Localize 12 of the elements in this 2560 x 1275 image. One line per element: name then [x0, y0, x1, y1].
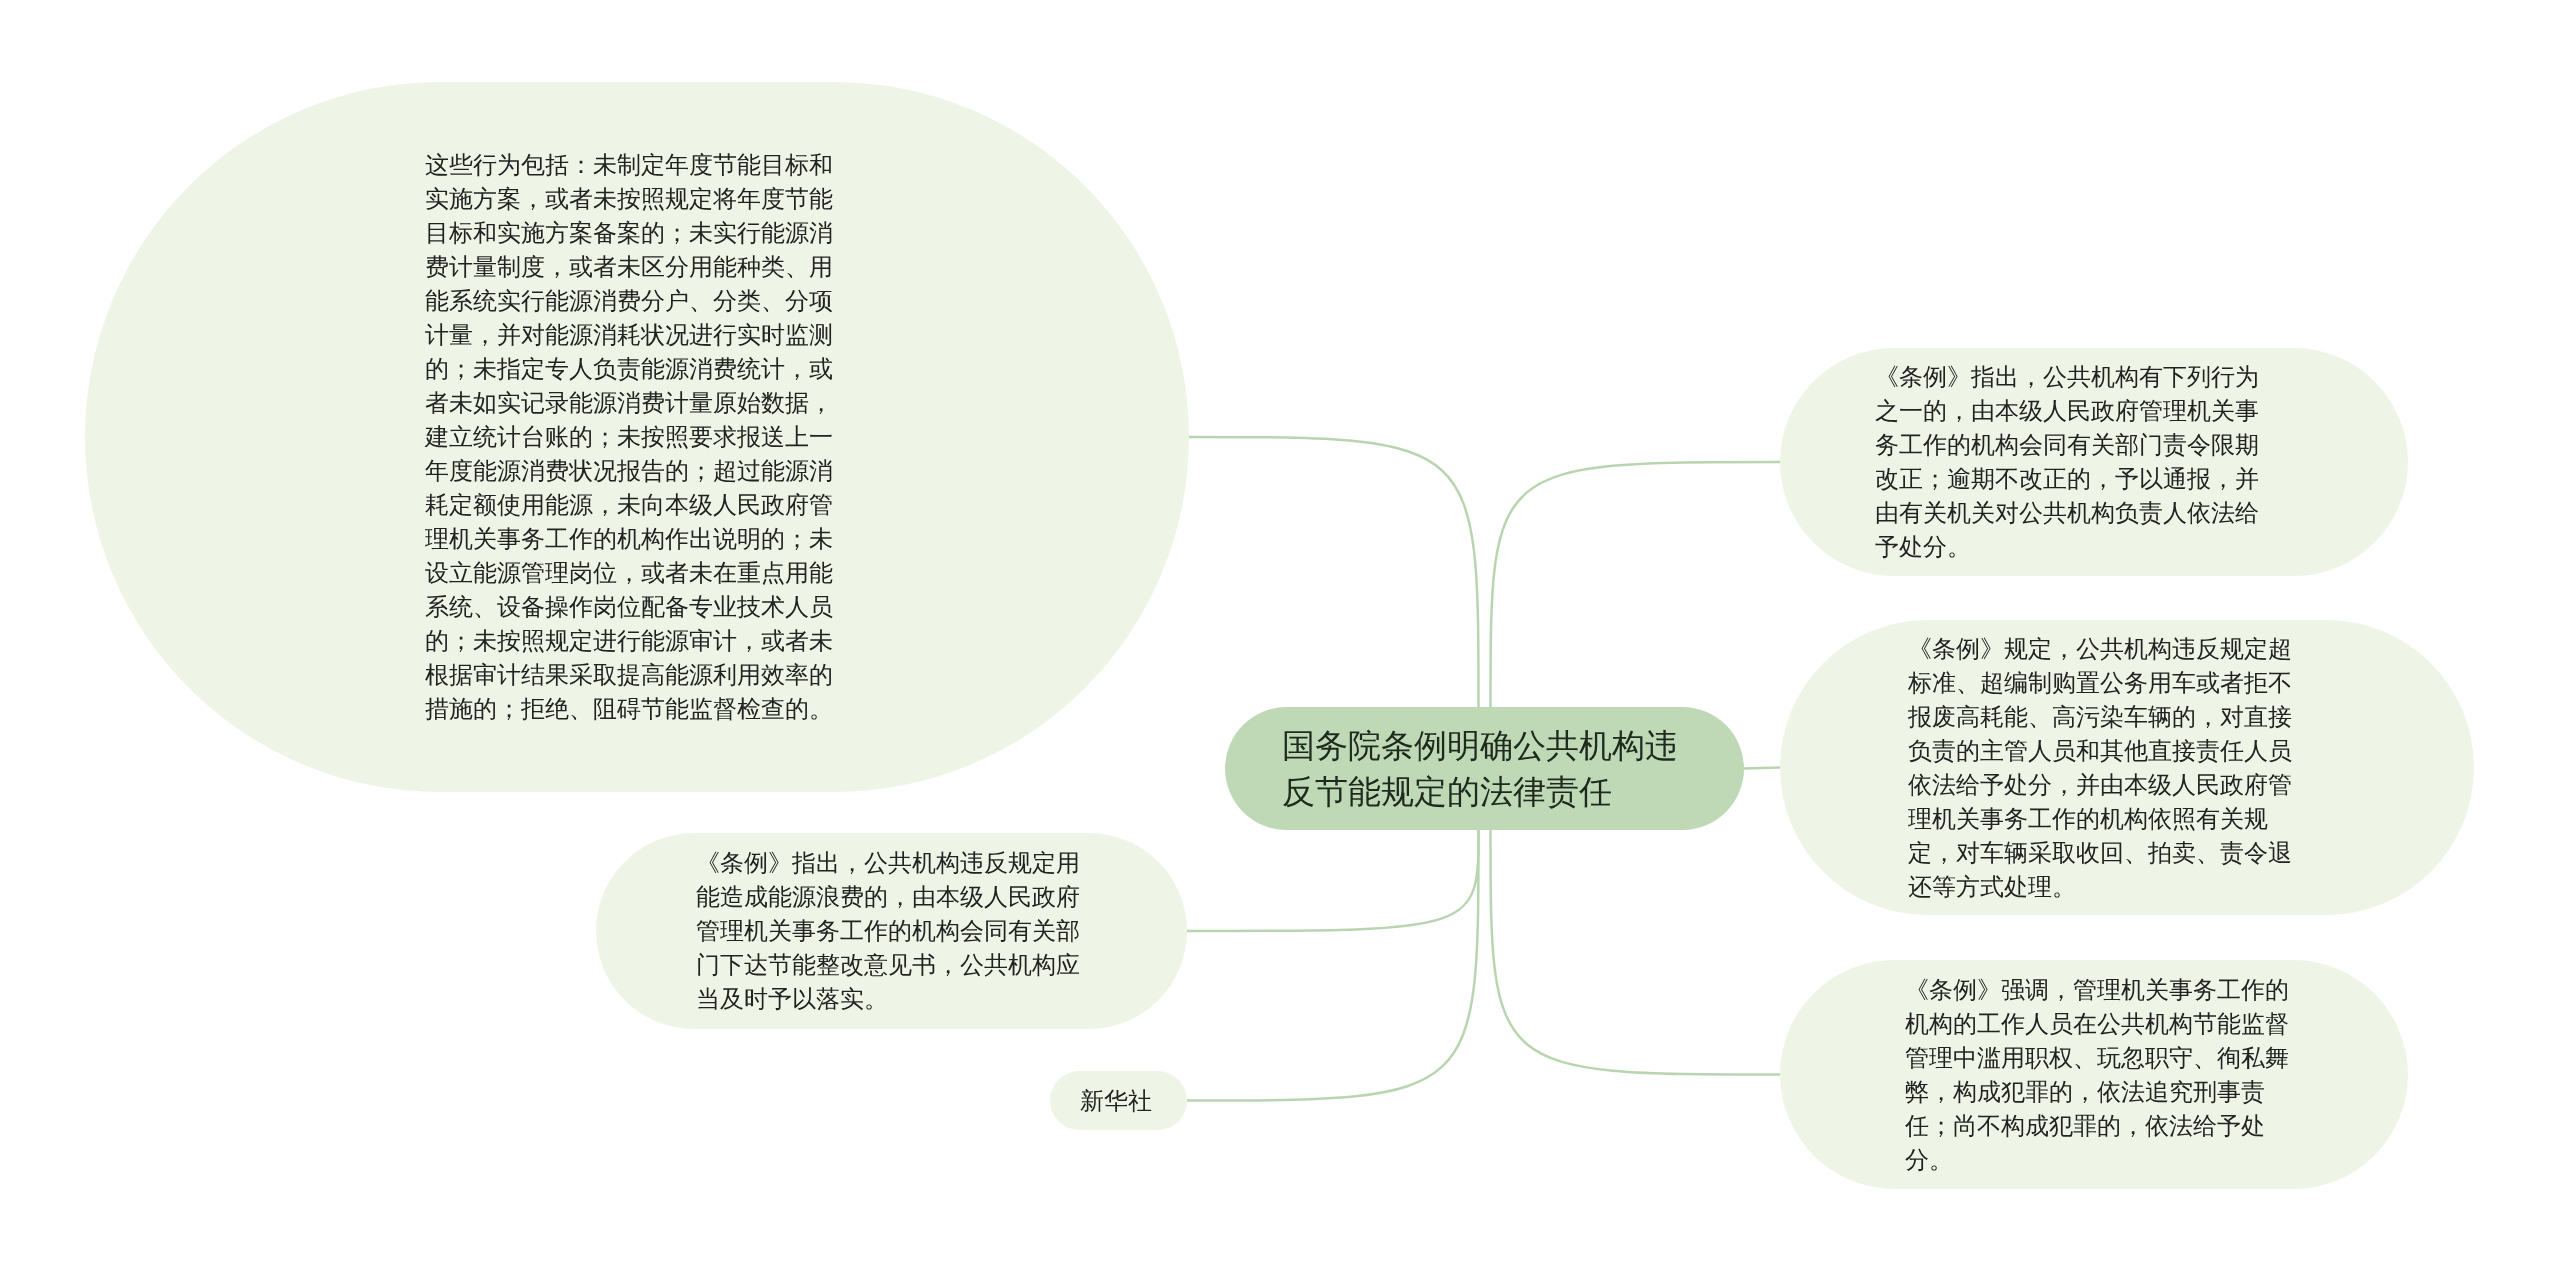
topic-text: 《条例》强调，管理机关事务工作的机构的工作人员在公共机构节能监督管理中滥用职权、玩忽职守、徇私舞弊，构成犯罪的，依法追究刑事责任；尚不构成犯罪的，依法给予处分。 — [1905, 974, 2290, 1176]
topic-text: 新华社 — [1080, 1085, 1153, 1117]
branch-line — [1489, 830, 1780, 1076]
branch-line — [1743, 766, 1781, 770]
topic-text: 《条例》规定，公共机构违反规定超标准、超编制购置公务用车或者拒不报废高耗能、高污染车辆的，对直接负责的主管人员和其他直接责任人员依法给予处分，并由本级人民政府管理机关事务工作的机构依照有关规定，对车辆采取收回、拍卖、责令退还等方式处理。 — [1908, 633, 2293, 903]
topic-text: 《条例》指出，公共机构违反规定用能造成能源浪费的，由本级人民政府管理机关事务工作的机构会同有关部门下达节能整改意见书，公共机构应当及时予以落实。 — [696, 848, 1081, 1015]
branch-line — [1187, 830, 1480, 1102]
branch-line — [1189, 435, 1480, 707]
topic-text: 《条例》指出，公共机构有下列行为之一的，由本级人民政府管理机关事务工作的机构会同有关部门责令限期改正；逾期不改正的，予以通报，并由有关机关对公共机构负责人依法给予处分。 — [1875, 362, 2260, 563]
topic-title: 国务院条例明确公共机构违反节能规定的法律责任 — [1282, 724, 1679, 813]
branch-line — [1489, 460, 1780, 707]
topic-text: 这些行为包括：未制定年度节能目标和实施方案，或者未按照规定将年度节能目标和实施方案备案的；未实行能源消费计量制度，或者未区分用能种类、用能系统实行能源消费分户、分类、分项计量，并对能源消耗状况进行实时监测的；未指定专人负责能源消费统计，或者未如实记录能源消费计量原始数据，建立统计台账的；未按照要求报送上一年度能源消费状况报告的；超过能源消耗定额使用能源，未向本级人民政府管理机关事务工作的机构作出说明的；未设立能源管理岗位，或者未在重点用能系统、设备操作岗位配备专业技术人员的；未按照规定进行能源审计，或者未根据审计结果采取提高能源利用效率的措施的；拒绝、阻碍节能监督检查的。 — [425, 150, 834, 725]
